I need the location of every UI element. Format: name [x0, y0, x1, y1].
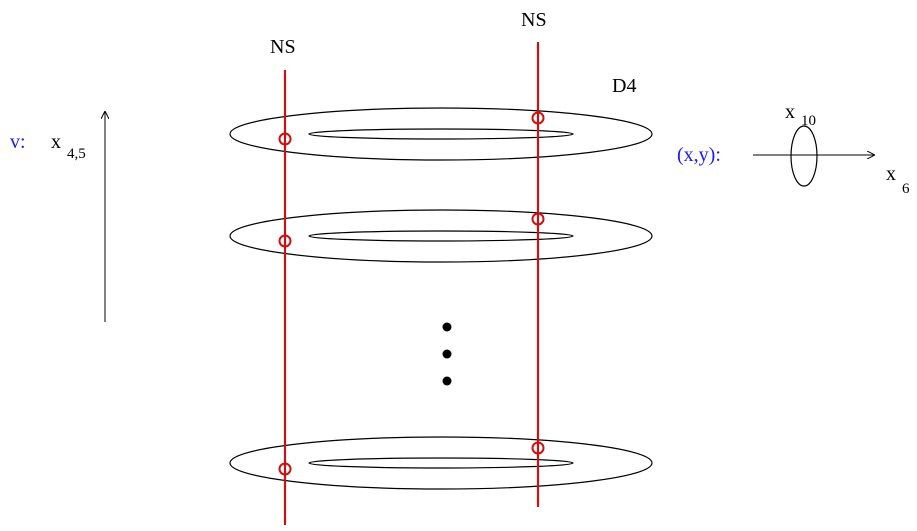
v-coordinate-subscript: 4,5 — [67, 146, 86, 162]
ns-right-label: NS — [521, 9, 547, 31]
x6-coordinate-subscript: 6 — [902, 181, 910, 197]
xy-label: (x,y): — [677, 144, 721, 166]
d4-label: D4 — [612, 75, 636, 97]
x10-circle-icon — [790, 125, 818, 187]
x6-coordinate-x: x — [886, 163, 896, 185]
x10-coordinate-x: x — [785, 101, 795, 123]
intersection-marker — [278, 132, 292, 146]
d4-disk-top — [229, 107, 653, 161]
v-coordinate-x: x — [51, 131, 61, 153]
x10-coordinate-subscript: 10 — [801, 113, 816, 129]
intersection-marker — [531, 212, 545, 226]
intersection-marker — [278, 462, 292, 476]
ns-left-label: NS — [270, 36, 296, 58]
ellipsis-dots — [442, 322, 452, 386]
d4-disk-middle — [229, 209, 653, 263]
d4-disk-bottom — [229, 436, 653, 490]
v-label: v: — [10, 131, 26, 153]
intersection-marker — [278, 234, 292, 248]
intersection-marker — [531, 111, 545, 125]
intersection-marker — [531, 441, 545, 455]
